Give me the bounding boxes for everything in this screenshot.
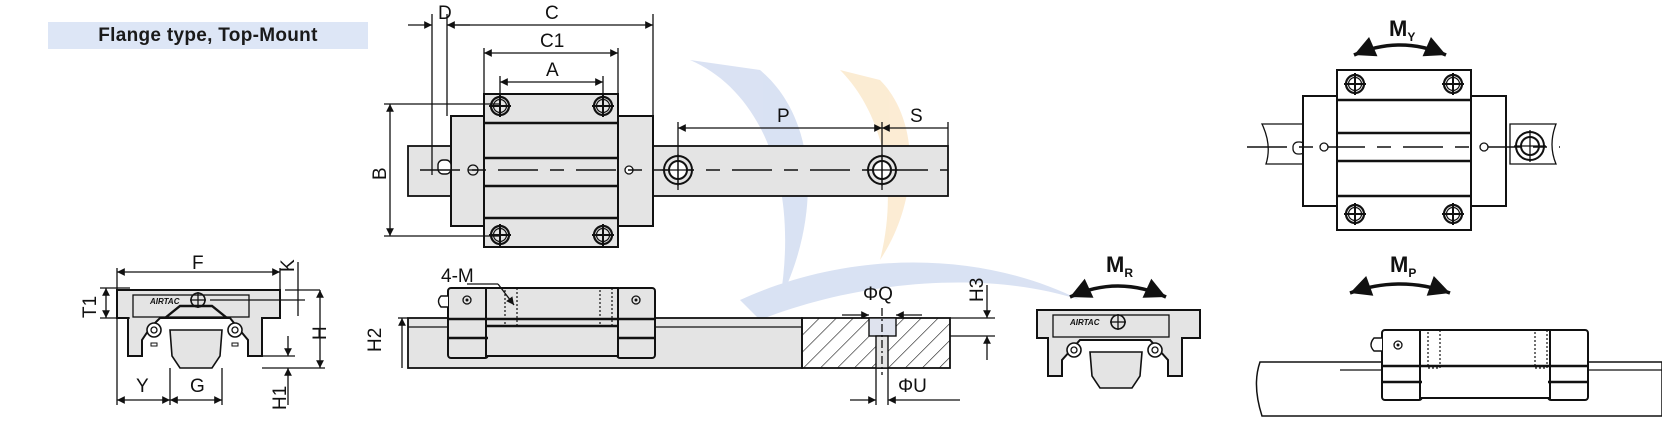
dim-label-4M: 4-M [441, 266, 474, 287]
dim-label-S: S [910, 106, 923, 127]
roll-moment-view: MR AIRTAC [1036, 252, 1201, 389]
dim-label-A: A [546, 60, 559, 81]
dim-label-F: F [192, 253, 204, 274]
dim-label-H1: H1 [270, 386, 291, 410]
dim-label-C: C [545, 3, 559, 24]
dim-label-H3: H3 [967, 278, 988, 302]
moment-label-pitch: MP [1390, 252, 1416, 280]
dim-label-P: P [777, 106, 790, 127]
pitch-moment-view: MP [1255, 252, 1662, 417]
dim-label-K: K [278, 259, 299, 272]
front-view: AIRTAC F K T1 H H1 [80, 253, 331, 410]
dim-label-U: ΦU [898, 376, 927, 397]
section-title: Flange type, Top-Mount [98, 24, 318, 46]
dim-label-Y: Y [136, 376, 149, 397]
moment-label-yaw: MY [1389, 16, 1415, 44]
yaw-moment-view: MY [1247, 16, 1560, 231]
dim-label-D: D [438, 3, 452, 24]
top-view: D C C1 A B P S [370, 3, 949, 248]
dim-label-Q: ΦQ [863, 284, 893, 305]
section-title-band: Flange type, Top-Mount [48, 22, 368, 49]
brand-logo: AIRTAC [1069, 318, 1100, 327]
moment-label-roll: MR [1106, 252, 1133, 280]
dim-label-B: B [370, 167, 391, 180]
dim-label-C1: C1 [540, 31, 564, 52]
dim-label-H: H [310, 326, 331, 340]
dim-label-H2: H2 [365, 328, 386, 352]
side-view: 4-M H2 ΦQ ΦU H3 [365, 266, 995, 405]
brand-logo: AIRTAC [149, 297, 180, 306]
watermark-logo [690, 60, 1080, 320]
dim-label-T1: T1 [80, 296, 101, 318]
dim-label-G: G [190, 376, 205, 397]
